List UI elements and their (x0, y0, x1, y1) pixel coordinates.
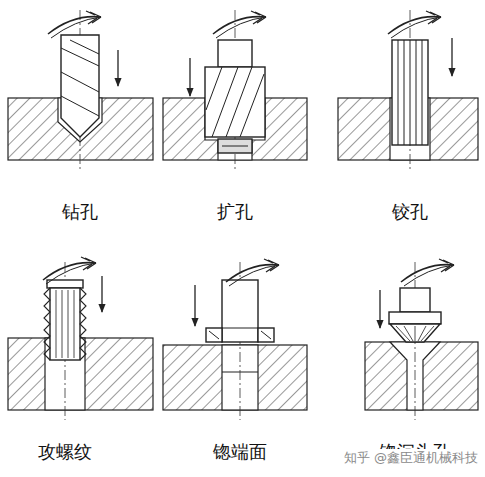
operation-caption: 铰孔 (392, 200, 428, 224)
watermark: 知乎 @鑫臣通机械科技 (344, 449, 478, 467)
operation-caption: 攻螺纹 (38, 440, 92, 464)
operation-caption: 锪端面 (213, 440, 267, 464)
centerlines (65, 10, 415, 420)
cutting-tools (44, 35, 441, 360)
rotation-symbols (43, 11, 454, 286)
operation-caption: 扩孔 (217, 200, 253, 224)
feed-arrows (102, 38, 452, 328)
operation-caption: 钻孔 (62, 200, 98, 224)
